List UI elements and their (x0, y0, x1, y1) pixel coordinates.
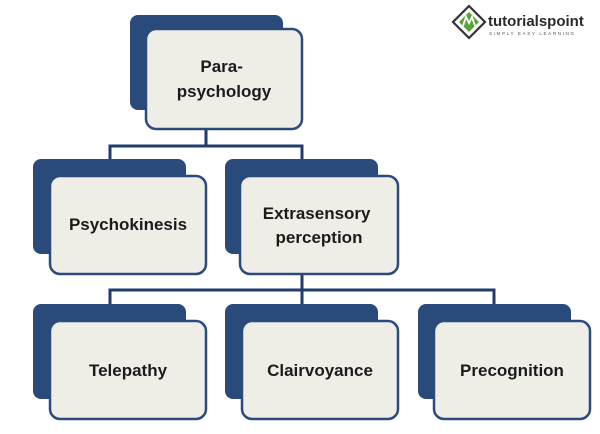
node-label: Telepathy (89, 361, 168, 380)
node-psychokinesis: Psychokinesis (33, 159, 208, 276)
node-label: Psychokinesis (69, 215, 187, 234)
brand-tagline: SIMPLY EASY LEARNING (489, 31, 576, 36)
node-front-panel (240, 319, 400, 421)
connector-root-to-level1 (108, 126, 208, 162)
connector-root-to-level1-right (204, 144, 304, 162)
node-telepathy: Telepathy (33, 304, 208, 421)
node-label: Clairvoyance (267, 361, 373, 380)
brand-logo: tutorialspoint SIMPLY EASY LEARNING (451, 4, 584, 40)
node-precognition: Precognition (418, 304, 592, 421)
node-front-panel (144, 27, 304, 131)
node-para-psychology: Para- psychology (130, 15, 304, 131)
node-extrasensory-perception: Extrasensory perception (225, 159, 400, 276)
node-label: Extrasensory perception (263, 204, 375, 247)
node-front-panel (48, 319, 208, 421)
node-front-panel (432, 319, 592, 421)
node-label: Para- psychology (177, 57, 272, 101)
node-label: Precognition (460, 361, 564, 380)
brand-name: tutorialspoint (488, 13, 584, 30)
node-front-panel (238, 174, 400, 276)
logo-mark-icon (451, 4, 487, 40)
node-clairvoyance: Clairvoyance (225, 304, 400, 421)
node-front-panel (48, 174, 208, 276)
